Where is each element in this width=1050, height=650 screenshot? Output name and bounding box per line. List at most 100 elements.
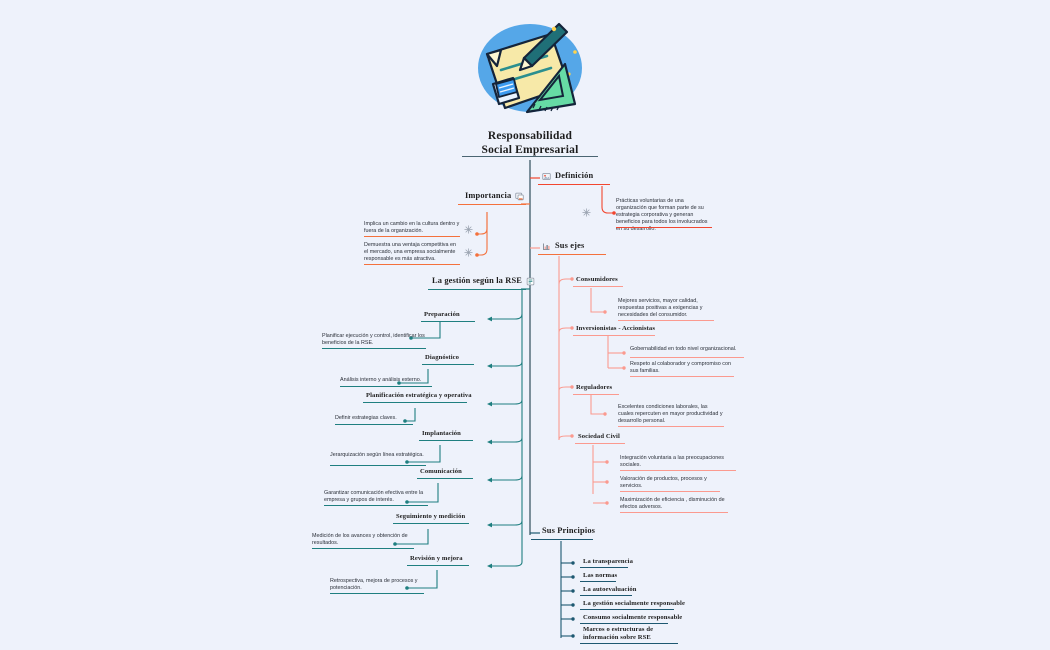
branch-sus-principios-underline [531, 539, 593, 540]
diagnostico-leaf-1-underline [340, 386, 432, 387]
principio-item-3-label: La autoevaluación [583, 586, 637, 593]
consumidores-leaf-1[interactable]: Mejores servicios, mayor calidad, respue… [618, 298, 714, 320]
importancia-leaf-2[interactable]: Demuestra una ventaja competitiva en el … [364, 242, 473, 264]
branch-definicion-underline [538, 184, 610, 185]
sociedad-civil-leaf-1-label: Integración voluntaria a las preocupacio… [620, 455, 724, 468]
revision-leaf-1-underline [330, 593, 424, 594]
node-planificacion-estrategica-label: Planificación estratégica y operativa [366, 392, 472, 399]
image-icon [515, 192, 524, 200]
node-reguladores[interactable]: Reguladores [574, 382, 614, 394]
principio-item-4[interactable]: La gestión socialmente responsable [581, 598, 687, 610]
node-seguimiento-medicion-label: Seguimiento y medición [396, 513, 466, 520]
principio-item-6-label: Marcos o estructuras de información sobr… [583, 626, 654, 641]
image-icon [542, 172, 551, 180]
node-seguimiento-medicion[interactable]: Seguimiento y medición [394, 511, 467, 523]
branch-importancia-underline [458, 204, 526, 205]
branch-definicion[interactable]: Definición [540, 170, 595, 182]
implantacion-leaf-1[interactable]: Jerarquización según línea estratégica. [330, 452, 426, 460]
node-sociedad-civil-label: Sociedad Civil [578, 433, 620, 440]
node-preparacion[interactable]: Preparación [422, 309, 462, 321]
principio-item-2[interactable]: Las normas [581, 570, 619, 582]
branch-importancia-label: Importancia [465, 191, 512, 200]
center-underline-bar [462, 156, 598, 157]
branch-sus-principios-label: Sus Principios [542, 526, 596, 535]
branch-gestion-rse-underline [428, 289, 526, 290]
definicion-leaf-1[interactable]: Prácticas voluntarias de una organizació… [582, 198, 712, 234]
node-diagnostico-label: Diagnóstico [425, 354, 460, 361]
node-preparacion-label: Preparación [424, 311, 460, 318]
sociedad-civil-leaf-3-label: Maximización de eficiencia , disminución… [620, 497, 725, 510]
node-planificacion-estrategica[interactable]: Planificación estratégica y operativa [364, 390, 474, 402]
inversionistas-leaf-2-label: Respeto al colaborador y compromiso con … [630, 361, 731, 374]
node-implantacion[interactable]: Implantación [420, 428, 463, 440]
central-topic-node[interactable]: Responsabilidad Social Empresarial [462, 12, 598, 157]
node-inversionistas-accionistas-label: Inversionistas - Accionistas [576, 325, 655, 332]
node-revision-mejora[interactable]: Revisión y mejora [408, 553, 465, 565]
consumidores-leaf-1-underline [618, 320, 714, 321]
importancia-leaf-2-label: Demuestra una ventaja competitiva en el … [364, 242, 456, 262]
reguladores-leaf-1[interactable]: Excelentes condiciones laborales, las cu… [618, 404, 724, 426]
center-title-line2: Social Empresarial [481, 143, 579, 156]
inversionistas-leaf-1-underline [630, 357, 744, 358]
branch-sus-ejes-underline [538, 254, 606, 255]
sociedad-civil-leaf-1-underline [620, 470, 736, 471]
principio-item-6[interactable]: Marcos o estructuras de información sobr… [581, 626, 679, 643]
sociedad-civil-leaf-3[interactable]: Maximización de eficiencia , disminución… [620, 497, 728, 512]
implantacion-leaf-1-underline [330, 465, 426, 466]
node-diagnostico[interactable]: Diagnóstico [423, 352, 461, 364]
planificacion-leaf-1[interactable]: Definir estrategias claves. [335, 415, 413, 423]
principio-item-3[interactable]: La autoevaluación [581, 584, 639, 596]
principio-item-1-underline [580, 567, 628, 568]
preparacion-leaf-1[interactable]: Planificar ejecución y control, identifi… [322, 333, 426, 348]
importancia-leaf-1[interactable]: Implica un cambio en la cultura dentro y… [364, 221, 473, 236]
principio-item-5-label: Consumo socialmente responsable [583, 614, 683, 621]
reguladores-leaf-1-label: Excelentes condiciones laborales, las cu… [618, 404, 723, 424]
node-consumidores-underline [573, 286, 623, 287]
principio-item-1[interactable]: La transparencia [581, 556, 635, 568]
principio-item-3-underline [580, 595, 632, 596]
principio-item-1-label: La transparencia [583, 558, 634, 565]
principio-item-2-label: Las normas [583, 572, 618, 579]
planificacion-leaf-1-label: Definir estrategias claves. [335, 415, 397, 421]
seguimiento-leaf-1[interactable]: Medición de los avances y obtención de r… [312, 533, 414, 548]
node-inversionistas-underline [573, 335, 655, 336]
revision-leaf-1-label: Retrospectiva, mejora de procesos y pote… [330, 578, 418, 591]
node-reguladores-underline [573, 394, 619, 395]
node-inversionistas-accionistas[interactable]: Inversionistas - Accionistas [574, 323, 657, 335]
sociedad-civil-leaf-2[interactable]: Valoración de productos, procesos y serv… [620, 476, 720, 491]
inversionistas-leaf-2-underline [630, 376, 734, 377]
inversionistas-leaf-1[interactable]: Gobernabilidad en todo nivel organizacio… [630, 346, 744, 354]
node-implantacion-underline [419, 440, 473, 441]
consumidores-leaf-1-label: Mejores servicios, mayor calidad, respue… [618, 298, 703, 318]
inversionistas-leaf-1-label: Gobernabilidad en todo nivel organizacio… [630, 346, 737, 352]
comunicacion-leaf-1-underline [324, 505, 428, 506]
snowflake-icon [464, 248, 473, 257]
inversionistas-leaf-2[interactable]: Respeto al colaborador y compromiso con … [630, 361, 734, 376]
definicion-leaf-1-label: Prácticas voluntarias de una organizació… [616, 198, 708, 232]
sociedad-civil-leaf-1[interactable]: Integración voluntaria a las preocupacio… [620, 455, 736, 470]
branch-sus-principios[interactable]: Sus Principios [540, 525, 597, 537]
branch-importancia[interactable]: Importancia [463, 190, 526, 202]
diagnostico-leaf-1[interactable]: Análisis interno y análisis externo. [340, 377, 432, 385]
principio-item-6-underline [580, 643, 678, 644]
sociedad-civil-leaf-3-underline [620, 512, 728, 513]
importancia-leaf-2-underline [364, 264, 460, 265]
node-comunicacion[interactable]: Comunicación [418, 466, 464, 478]
revision-leaf-1[interactable]: Retrospectiva, mejora de procesos y pote… [330, 578, 424, 593]
node-consumidores[interactable]: Consumidores [574, 274, 620, 286]
principio-item-5[interactable]: Consumo socialmente responsable [581, 612, 684, 624]
branch-gestion-rse[interactable]: La gestión según la RSE [430, 275, 537, 287]
branch-sus-ejes[interactable]: Sus ejes [540, 240, 586, 252]
importancia-leaf-1-label: Implica un cambio en la cultura dentro y… [364, 221, 460, 234]
node-sociedad-civil[interactable]: Sociedad Civil [576, 431, 622, 443]
preparacion-leaf-1-label: Planificar ejecución y control, identifi… [322, 333, 425, 346]
chart-icon [543, 243, 550, 250]
diagnostico-leaf-1-label: Análisis interno y análisis externo. [340, 377, 422, 383]
node-sociedad-civil-underline [575, 443, 625, 444]
page-title: Responsabilidad Social Empresarial [462, 130, 598, 157]
node-diagnostico-underline [422, 364, 474, 365]
node-comunicacion-underline [417, 478, 473, 479]
preparacion-leaf-1-underline [322, 348, 426, 349]
node-planificacion-estrategica-underline [363, 402, 467, 403]
comunicacion-leaf-1[interactable]: Garantizar comunicación efectiva entre l… [324, 490, 428, 505]
